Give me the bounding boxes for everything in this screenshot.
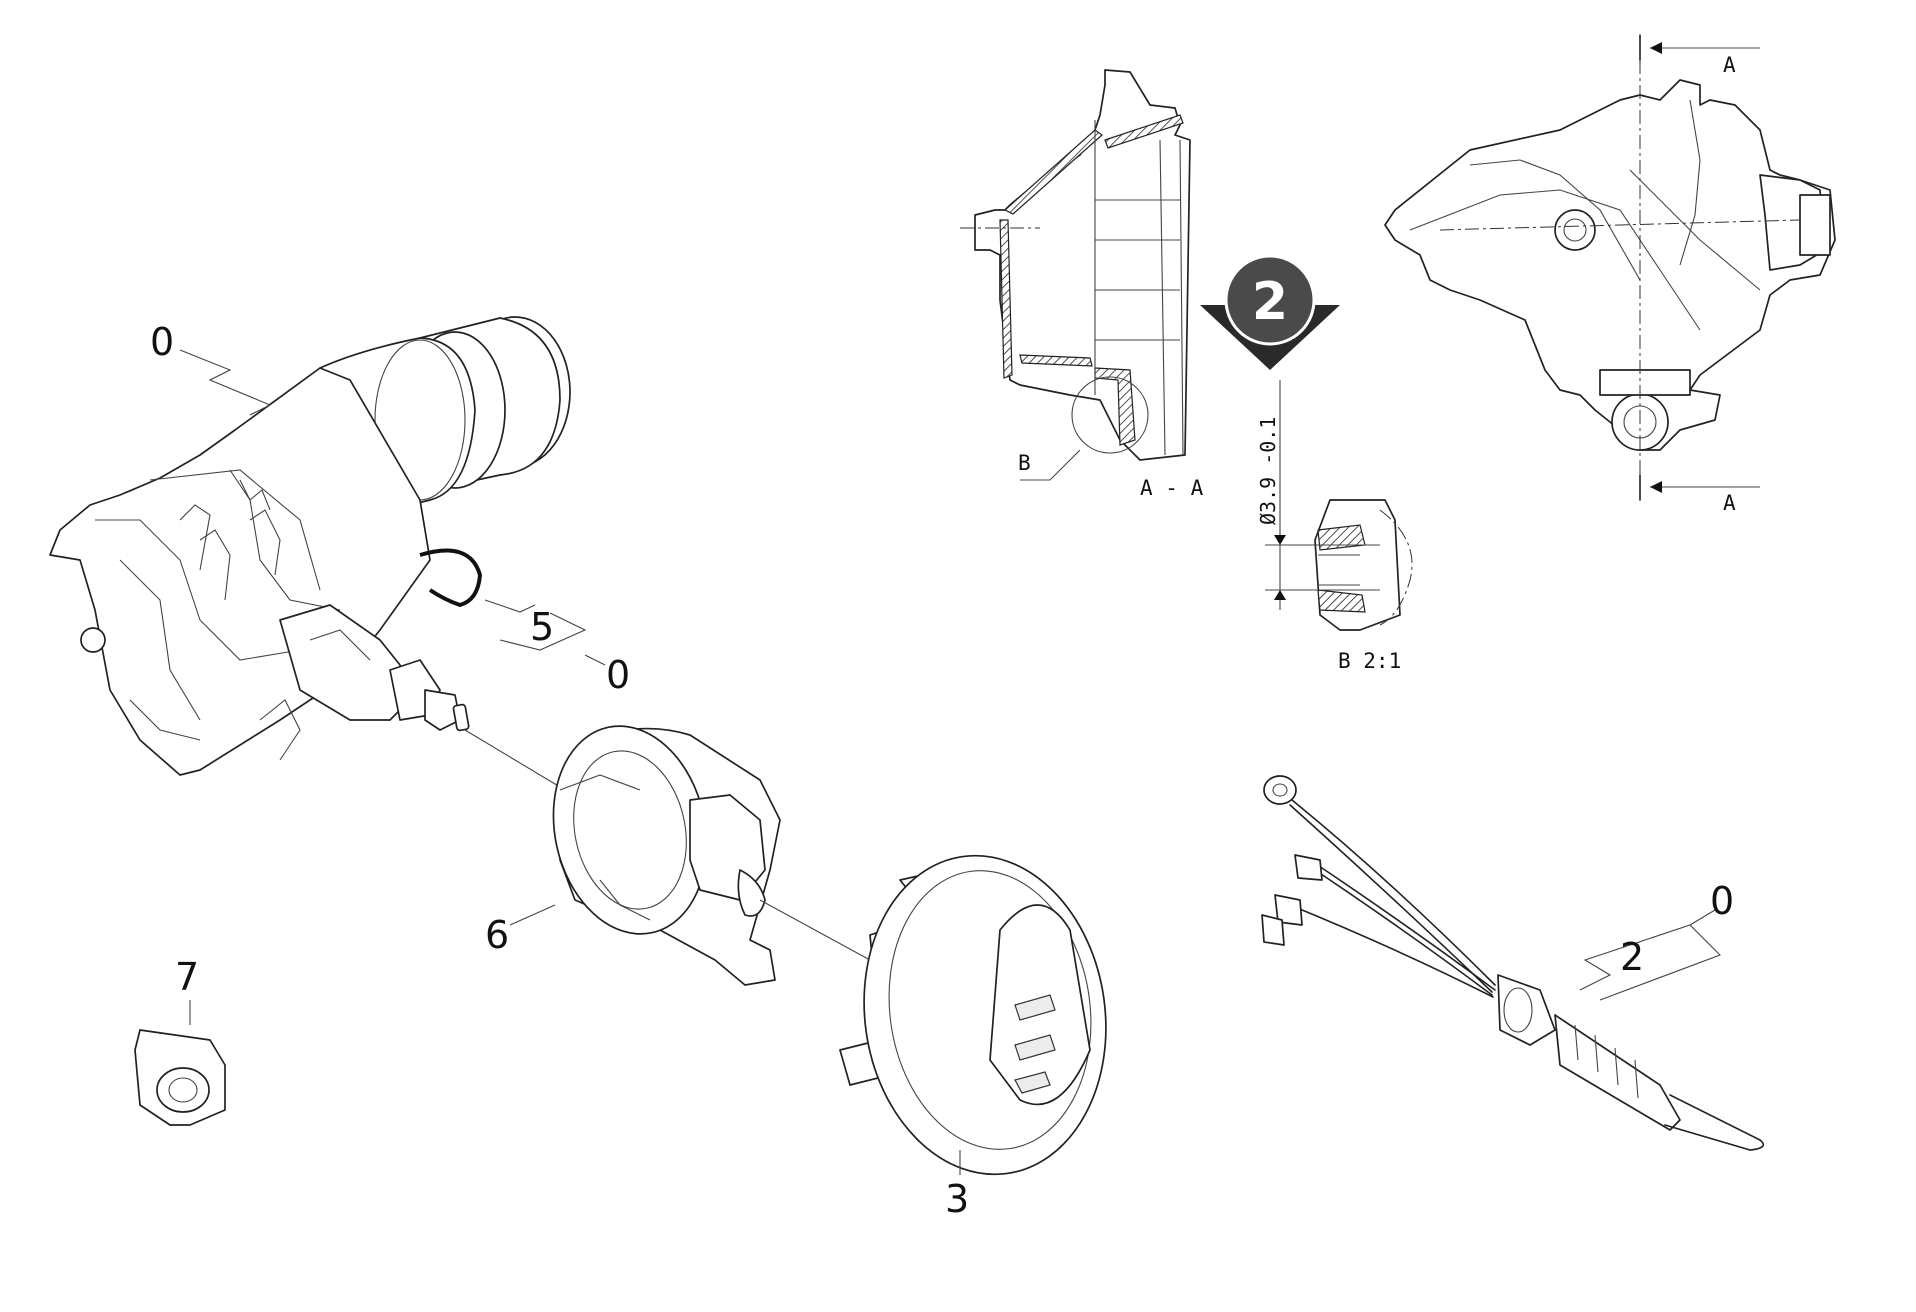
- section-a-bottom-marker: A: [1723, 491, 1736, 515]
- diameter-dimension: Ø3.9 -0.1: [1256, 417, 1280, 525]
- connector-line: [759, 899, 871, 961]
- callout-6-adapter: 6: [485, 913, 509, 957]
- cable-harness-part-2: [1261, 775, 1765, 1151]
- projection-view: [1384, 34, 1836, 501]
- callout-0-motor: 0: [150, 320, 174, 364]
- nut-part-7: [134, 1029, 226, 1126]
- section-a-top-marker: A: [1723, 53, 1736, 77]
- callout-2-cable: 2: [1620, 935, 1644, 979]
- pump-motor-assembly: [49, 316, 571, 776]
- detail-b-scale-label: B 2:1: [1338, 649, 1401, 673]
- leader-lines: [179, 349, 1721, 1175]
- step-badge: [1200, 254, 1340, 370]
- knob-part-3: [839, 854, 1107, 1176]
- adapter-part-6: [552, 725, 781, 986]
- callout-7-nut: 7: [175, 955, 199, 999]
- callout-5-seal: 5: [530, 605, 554, 649]
- callout-0-cable: 0: [1710, 879, 1734, 923]
- section-aa-label: A - A: [1140, 476, 1204, 500]
- detail-view-b: [1265, 380, 1413, 631]
- connector-line: [464, 729, 566, 791]
- callout-3-knob: 3: [945, 1177, 969, 1221]
- callout-0-seal: 0: [606, 653, 630, 697]
- section-view-aa: [960, 69, 1191, 481]
- section-b-marker: B: [1018, 451, 1031, 475]
- step-badge-number: 2: [1252, 272, 1288, 332]
